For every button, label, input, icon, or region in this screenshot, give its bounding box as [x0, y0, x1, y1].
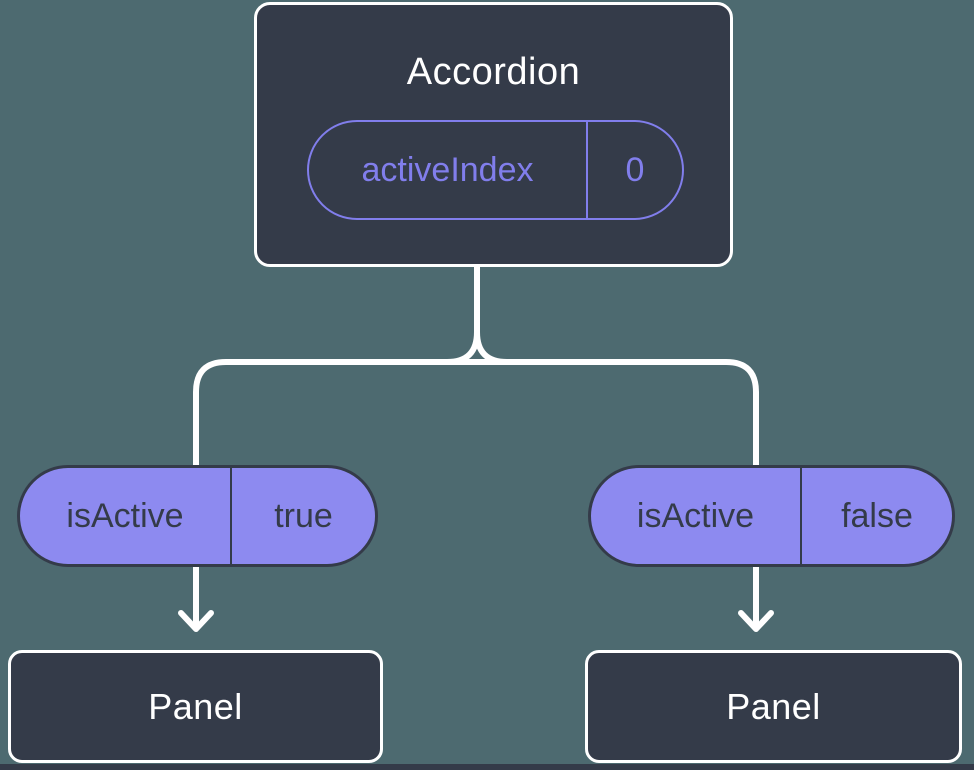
- active-index-prop-pill: activeIndex 0: [307, 120, 684, 220]
- tree-trunk-fork-left: [444, 259, 480, 365]
- panel-node-right: Panel: [585, 650, 962, 763]
- prop-value-label: true: [274, 496, 333, 535]
- accordion-node-title: Accordion: [406, 51, 581, 93]
- panel-node-title: Panel: [148, 685, 243, 727]
- prop-name-label: isActive: [20, 468, 232, 564]
- prop-value-label: false: [841, 496, 913, 535]
- prop-name-label: isActive: [591, 468, 802, 564]
- prop-name-label: activeIndex: [309, 122, 588, 218]
- tree-horizontal-connector: [193, 359, 759, 473]
- is-active-true-pill: isActive true: [17, 465, 378, 567]
- down-arrow-icon: [738, 563, 774, 632]
- bottom-edge-band: [0, 764, 974, 770]
- tree-trunk-fork-right: [474, 259, 510, 365]
- down-arrow-icon: [178, 563, 214, 632]
- is-active-false-pill: isActive false: [588, 465, 955, 567]
- accordion-node: Accordion activeIndex 0: [254, 2, 733, 267]
- panel-node-title: Panel: [726, 685, 821, 727]
- panel-node-left: Panel: [8, 650, 383, 763]
- prop-value-label: 0: [625, 150, 645, 189]
